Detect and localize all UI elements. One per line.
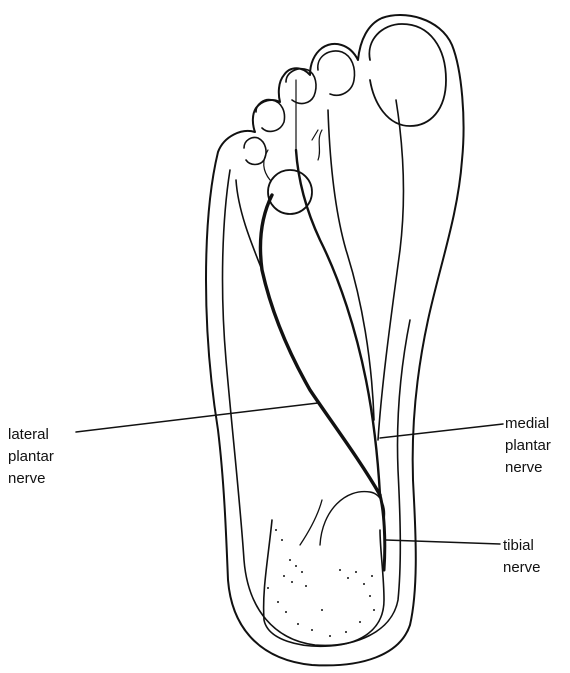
lateral-plantar-nerve-label: lateral plantar nerve (8, 424, 54, 490)
neuroma-circle (268, 170, 312, 214)
calcaneus-inner (300, 500, 322, 545)
label-line: medial (505, 413, 551, 435)
digital-nerve-2 (264, 150, 270, 180)
tibial-nerve-label: tibial nerve (503, 535, 541, 579)
label-line: nerve (505, 457, 551, 479)
third-toe (286, 69, 316, 104)
leader-lateral (76, 403, 318, 432)
lateral-plantar-branch (236, 180, 262, 270)
digital-nerve-3 (312, 130, 322, 160)
big-toe (369, 24, 446, 126)
label-line: plantar (8, 446, 54, 468)
medial-plantar-nerve-label: medial plantar nerve (505, 413, 551, 479)
label-line: nerve (503, 557, 541, 579)
label-line: tibial (503, 535, 541, 557)
fifth-toe (244, 137, 266, 164)
calcaneus (264, 520, 384, 646)
leader-tibial (386, 540, 500, 544)
label-line: lateral (8, 424, 54, 446)
stipple (267, 529, 375, 637)
label-line: nerve (8, 468, 54, 490)
second-toe (318, 51, 355, 95)
medial-branch-1 (328, 110, 374, 420)
calcaneus-top (320, 492, 384, 545)
medial-plantar-nerve (296, 150, 380, 495)
label-line: plantar (505, 435, 551, 457)
